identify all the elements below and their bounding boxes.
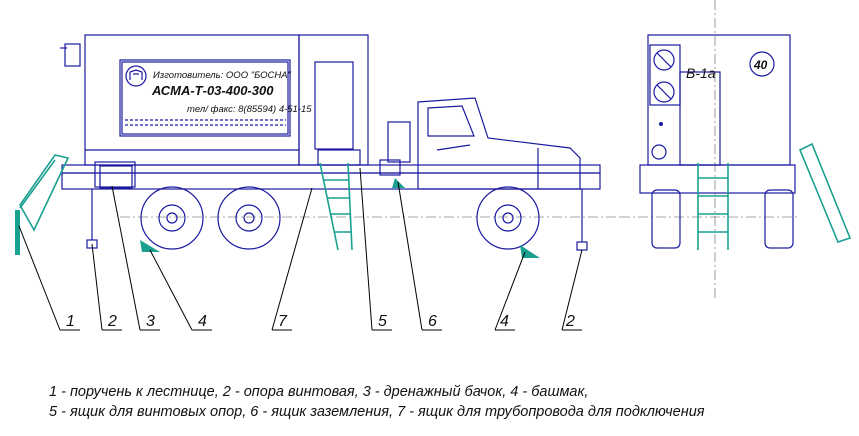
legend-line-2: 5 - ящик для винтовых опор, 6 - ящик заз…	[49, 404, 705, 420]
chassis-frame	[61, 149, 601, 190]
handrail-side	[15, 154, 70, 255]
callout-numbers: 1 2 3 4 7 5 6 4 2	[66, 313, 575, 330]
logo-icon	[125, 65, 147, 87]
drain-tank	[99, 165, 133, 189]
callout-2: 2	[107, 313, 117, 330]
rear-ladder	[697, 163, 729, 250]
callout-5: 5	[378, 313, 387, 330]
rear-wheels	[651, 189, 794, 249]
wheel-2	[217, 186, 281, 250]
wheel-3	[476, 186, 540, 250]
legend-line-1: 1 - поручень к лестнице, 2 - опора винто…	[49, 384, 589, 400]
callout-1: 1	[66, 313, 75, 330]
shoe-front	[520, 245, 540, 258]
vent-upper-icon	[653, 49, 675, 71]
callout-4b: 4	[500, 313, 509, 330]
plate-phone: тел/ факс: 8(85594) 4-51-15	[187, 104, 312, 115]
callout-4: 4	[198, 313, 207, 330]
rear-marking: В-1а	[686, 65, 716, 81]
vent-lower-icon	[653, 81, 675, 103]
rear-badge: 40	[753, 58, 768, 72]
side-ladder	[319, 162, 353, 251]
screw-support-rear	[86, 189, 98, 249]
callout-leaders	[18, 167, 583, 331]
shoe-rear	[140, 240, 160, 252]
callout-2b: 2	[565, 313, 575, 330]
nameplate: Изготовитель: ООО "БОСНА" АСМА-Т-03-400-…	[119, 59, 312, 137]
screw-support-front	[576, 189, 588, 251]
van-body	[60, 34, 369, 166]
callout-6: 6	[428, 313, 437, 330]
side-view: Изготовитель: ООО "БОСНА" АСМА-Т-03-400-…	[15, 34, 620, 258]
truck-cab	[387, 97, 581, 190]
plate-model: АСМА-Т-03-400-300	[151, 83, 274, 98]
rear-view: В-1а 40	[620, 0, 852, 300]
callout-7: 7	[278, 313, 288, 330]
handrail-rear	[798, 142, 852, 243]
plate-maker: Изготовитель: ООО "БОСНА"	[153, 70, 292, 81]
wheel-1	[140, 186, 204, 250]
callout-3: 3	[146, 313, 155, 330]
